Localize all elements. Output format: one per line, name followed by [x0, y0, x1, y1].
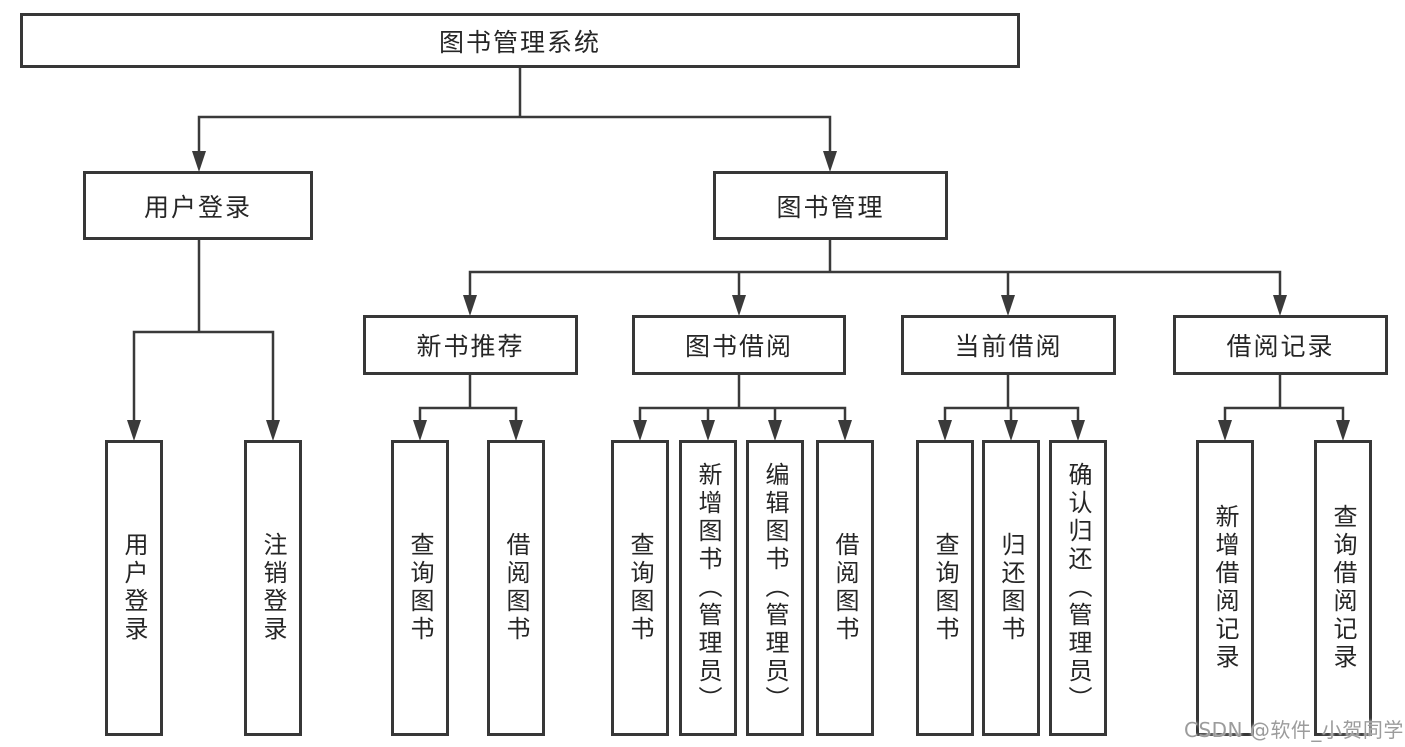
- node-label: 注销登录: [259, 532, 287, 644]
- node-leaf-return-books: 归还图书: [982, 440, 1040, 736]
- arrow-icon: [509, 420, 523, 441]
- node-leaf-borrow-books-2: 借阅图书: [816, 440, 874, 736]
- node-label: 图书借阅: [684, 332, 793, 361]
- arrow-icon: [768, 420, 782, 441]
- csdn-watermark: CSDN @软件_小贺同学: [1184, 718, 1404, 742]
- node-leaf-edit-books-admin: 编辑图书（管理员）: [746, 440, 804, 736]
- arrow-icon: [1004, 420, 1018, 441]
- node-label: 新增图书（管理员）: [694, 462, 722, 714]
- node-library-management-system: 图书管理系统: [20, 13, 1020, 68]
- node-label: 用户登录: [143, 192, 252, 222]
- connector-bookborrow-leaves: [638, 375, 847, 425]
- node-book-management: 图书管理: [713, 171, 948, 240]
- arrow-icon: [1336, 420, 1350, 441]
- node-user-login: 用户登录: [83, 171, 313, 240]
- node-label: 借阅图书: [831, 532, 859, 644]
- arrow-icon: [938, 420, 952, 441]
- node-current-borrowing: 当前借阅: [901, 315, 1116, 375]
- arrow-icon: [701, 420, 715, 441]
- arrow-icon: [1071, 420, 1085, 441]
- node-label: 图书管理: [776, 192, 885, 222]
- node-leaf-query-borrow-record: 查询借阅记录: [1314, 440, 1372, 736]
- arrow-icon: [823, 151, 837, 172]
- arrow-icon: [413, 420, 427, 441]
- node-leaf-query-books-2: 查询图书: [611, 440, 669, 736]
- arrow-icon: [838, 420, 852, 441]
- node-leaf-confirm-return-admin: 确认归还（管理员）: [1049, 440, 1107, 736]
- node-label: 查询图书: [626, 532, 654, 644]
- connector-newbooks-leaves: [418, 375, 518, 425]
- node-book-borrowing: 图书借阅: [632, 315, 846, 375]
- arrow-icon: [127, 420, 141, 441]
- node-label: 确认归还（管理员）: [1064, 462, 1092, 714]
- node-label: 借阅图书: [502, 532, 530, 644]
- node-label: 查询图书: [406, 532, 434, 644]
- node-leaf-add-borrow-record: 新增借阅记录: [1196, 440, 1254, 736]
- node-label: 当前借阅: [954, 332, 1063, 361]
- node-leaf-query-books-3: 查询图书: [916, 440, 974, 736]
- arrow-icon: [1273, 295, 1287, 316]
- node-label: 新增借阅记录: [1211, 504, 1239, 672]
- node-label: 图书管理系统: [438, 27, 601, 57]
- node-label: 归还图书: [997, 532, 1025, 644]
- node-label: 编辑图书（管理员）: [761, 462, 789, 714]
- arrow-icon: [1218, 420, 1232, 441]
- node-leaf-logout: 注销登录: [244, 440, 302, 736]
- node-label: 用户登录: [120, 532, 148, 644]
- node-label: 新书推荐: [416, 332, 525, 361]
- arrowheads: [127, 151, 1350, 441]
- node-leaf-borrow-books-1: 借阅图书: [487, 440, 545, 736]
- arrow-icon: [633, 420, 647, 441]
- node-leaf-query-books-1: 查询图书: [391, 440, 449, 736]
- arrow-icon: [1001, 295, 1015, 316]
- node-leaf-add-books-admin: 新增图书（管理员）: [679, 440, 737, 736]
- arrow-icon: [266, 420, 280, 441]
- connector-records-leaves: [1223, 375, 1345, 425]
- arrow-icon: [192, 151, 206, 172]
- connector-bookmgmt-level2: [468, 240, 1282, 300]
- node-leaf-user-login: 用户登录: [105, 440, 163, 736]
- connector-currentborrow-leaves: [943, 375, 1080, 425]
- connector-userlogin-leaves: [132, 240, 275, 425]
- node-label: 借阅记录: [1226, 332, 1335, 361]
- connector-root-level1: [197, 68, 832, 156]
- node-label: 查询借阅记录: [1329, 504, 1357, 672]
- node-borrowing-records: 借阅记录: [1173, 315, 1388, 375]
- arrow-icon: [463, 295, 477, 316]
- arrow-icon: [732, 295, 746, 316]
- node-label: 查询图书: [931, 532, 959, 644]
- node-new-book-recommend: 新书推荐: [363, 315, 578, 375]
